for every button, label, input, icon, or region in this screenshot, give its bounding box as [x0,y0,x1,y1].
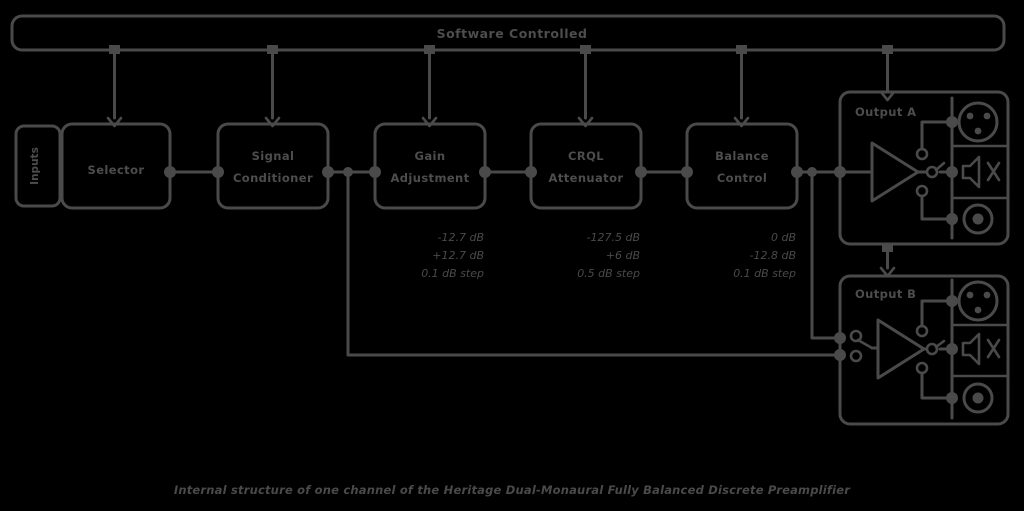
balance-control-label-1: Balance [715,149,769,163]
bus-tap-gain-adjustment [424,45,435,54]
bus-tap-balance-control [736,45,747,54]
output-a-input-port [834,166,846,178]
speaker-muted-icon[interactable] [961,155,1001,189]
output-a-switch-pivot [925,165,939,179]
arrow-crql-attenuator [577,116,594,128]
output-b-source-switch-lever [856,338,874,350]
output-a-switch-lever [934,161,946,172]
rca-connector-icon[interactable] [962,382,994,414]
spec-gain-adjustment: -12.7 dB +12.7 dB 0.1 dB step [421,231,484,280]
spec-balance-line-1: 0 dB [771,231,796,244]
output-b-wire-rca [920,371,954,400]
spec-crql-line-2: +6 dB [606,249,640,262]
output-a-amplifier-icon [870,141,920,203]
gain-adjustment-label-1: Gain [415,149,446,163]
spec-gain-line-3: 0.1 dB step [421,267,484,280]
spec-balance-control: 0 dB -12.8 dB 0.1 dB step [733,231,796,280]
bus-tap-selector [109,45,120,54]
inputs-block[interactable]: Inputs [14,124,62,208]
spec-crql-line-1: -127.5 dB [587,231,641,244]
inputs-label: Inputs [29,147,41,185]
arrow-signal-conditioner [264,116,281,128]
spec-crql-attenuator: -127.5 dB +6 dB 0.5 dB step [577,231,640,280]
software-control-bus: Software Controlled [10,14,1006,278]
bus-tap-crql-attenuator [580,45,591,54]
output-a-module[interactable]: Output A [834,90,1010,246]
xlr-connector-icon[interactable] [957,280,999,322]
output-b-wire-xlr [920,299,954,328]
spec-gain-line-2: +12.7 dB [432,249,484,262]
output-b-source-switch-pos-1 [849,329,863,343]
bus-tap-signal-conditioner [267,45,278,54]
balance-control-block[interactable]: Balance Control [685,122,803,210]
arrow-balance-control [733,116,750,128]
spec-balance-line-3: 0.1 dB step [733,267,796,280]
inputs-box[interactable] [14,124,62,208]
signal-conditioner-label-1: Signal [252,149,295,163]
output-b-switch-pivot [925,342,939,356]
gain-adjustment-label-2: Adjustment [390,171,469,185]
output-a-wire-xlr [920,120,954,151]
crql-attenuator-box[interactable] [529,122,643,210]
crql-attenuator-label-2: Attenuator [549,171,624,185]
output-b-module[interactable]: Output B [834,274,1010,426]
xlr-connector-icon[interactable] [957,101,999,143]
output-b-input-port-bypass [834,349,846,361]
crql-attenuator-block[interactable]: CRQL Attenuator [529,122,647,210]
diagram-caption: Internal structure of one channel of the… [174,483,851,497]
wire-balance-to-output-b [810,170,842,340]
gain-adjustment-box[interactable] [373,122,487,210]
spec-gain-line-1: -12.7 dB [438,231,485,244]
balance-control-box[interactable] [685,122,799,210]
selector-block[interactable]: Selector [60,122,176,210]
bus-tap-output-a [882,45,893,54]
output-b-label: Output B [855,287,916,301]
rca-connector-icon[interactable] [962,203,994,235]
speaker-muted-icon[interactable] [961,332,1001,366]
arrow-selector [106,116,123,128]
output-b-switch-lever [934,339,946,349]
arrow-gain-adjustment [421,116,438,128]
control-bus-title: Software Controlled [437,26,588,41]
selector-label: Selector [88,163,145,177]
balance-control-label-2: Control [717,171,767,185]
output-a-wire-rca [920,194,954,221]
spec-balance-line-2: -12.8 dB [750,249,797,262]
control-bus-bar [10,14,1006,52]
crql-attenuator-label-1: CRQL [568,149,604,163]
spec-crql-line-3: 0.5 dB step [577,267,640,280]
output-a-label: Output A [855,105,916,119]
arrow-output-a [879,90,896,102]
signal-conditioner-box[interactable] [216,122,330,210]
output-b-source-switch-pos-2 [849,349,863,363]
bypass-line-to-output-b [346,170,842,357]
signal-conditioner-block[interactable]: Signal Conditioner [216,122,334,210]
signal-conditioner-label-2: Conditioner [233,171,313,185]
gain-adjustment-block[interactable]: Gain Adjustment [373,122,491,210]
output-b-input-port-direct [834,332,846,344]
output-b-amplifier-icon [876,318,926,380]
